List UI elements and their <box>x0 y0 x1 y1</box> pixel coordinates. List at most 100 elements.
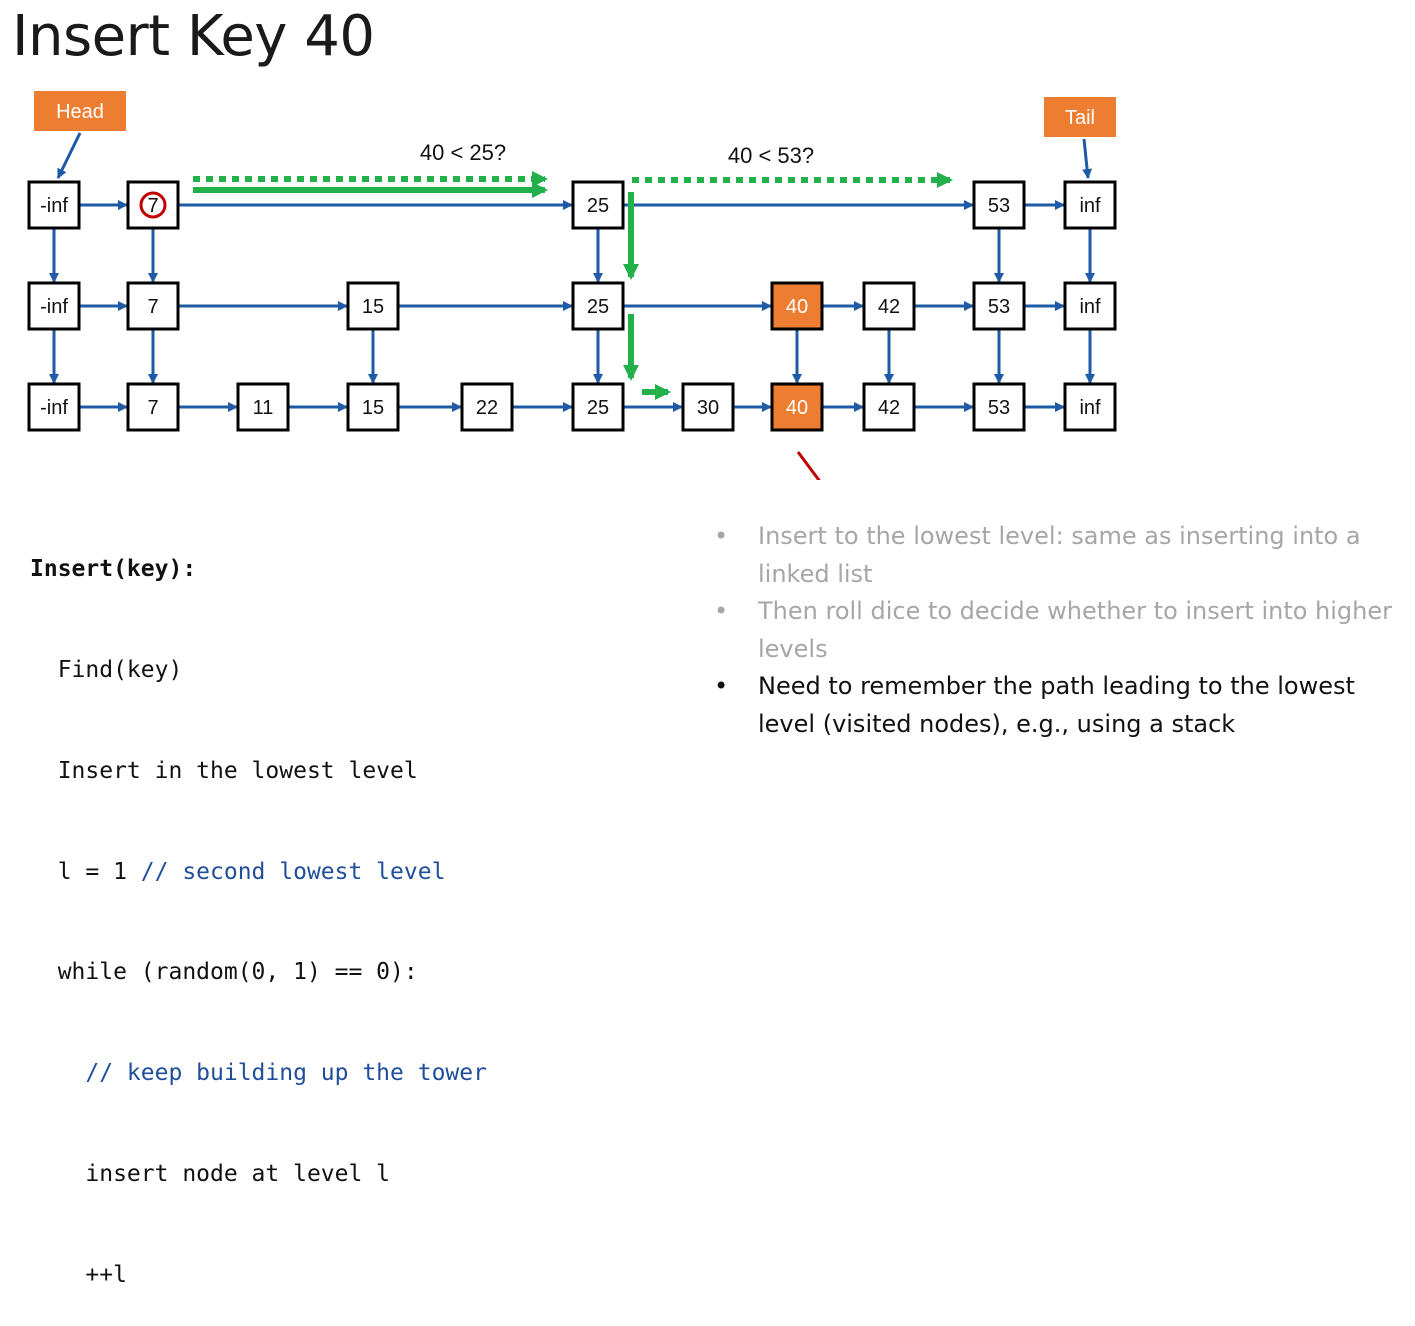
node-box <box>346 382 400 432</box>
skip-list-node: 42 <box>862 281 916 331</box>
node-key: 53 <box>988 296 1010 318</box>
node-box <box>862 281 916 331</box>
code-line: insert node at level l <box>30 1160 391 1187</box>
code-line: Insert in the lowest level <box>30 757 418 784</box>
node-key: 53 <box>988 195 1010 217</box>
head-label: Head <box>34 91 126 179</box>
node-box <box>571 281 625 331</box>
node-box <box>1063 180 1117 230</box>
node-box <box>972 281 1026 331</box>
code-line: // keep building up the tower <box>30 1060 487 1087</box>
node-key: inf <box>1079 397 1101 419</box>
node-key: 11 <box>253 397 274 419</box>
node-key: inf <box>1079 195 1101 217</box>
node-box <box>862 382 916 432</box>
skip-list-node: inf <box>1063 382 1117 432</box>
skip-list-node: 30 <box>681 382 735 432</box>
bullet-text: Need to remember the path leading to the… <box>758 672 1355 738</box>
node-key: 42 <box>878 397 900 419</box>
visited-marker <box>139 191 167 219</box>
node-box <box>126 180 180 230</box>
node-key: 15 <box>362 397 384 419</box>
skip-list-node: 22 <box>460 382 514 432</box>
node-box <box>972 382 1026 432</box>
node-key: 7 <box>147 195 158 217</box>
node-key: 22 <box>476 397 498 419</box>
skip-list-node: 7 <box>126 281 180 331</box>
bullet-text: Then roll dice to decide whether to inse… <box>758 597 1392 663</box>
node-key: 7 <box>147 296 158 318</box>
tail-label: Tail <box>1044 97 1116 179</box>
bullet-dot: • <box>714 672 729 700</box>
node-key: 42 <box>878 296 900 318</box>
skip-list-node: 53 <box>972 281 1026 331</box>
skip-list-node: 7 <box>126 180 180 230</box>
head-label-box <box>34 91 126 131</box>
node-box <box>460 382 514 432</box>
node-box <box>571 180 625 230</box>
code-text: l = 1 <box>30 858 141 885</box>
node-key: inf <box>1079 296 1101 318</box>
code-line: while (random(0, 1) == 0): <box>30 959 418 986</box>
node-key: 30 <box>697 397 719 419</box>
skip-list-node: -inf <box>27 281 81 331</box>
code-line: l = 1 // second lowest level <box>30 856 487 890</box>
node-box <box>770 281 824 331</box>
insert-pseudocode: Insert(key): Find(key) Insert in the low… <box>30 486 487 1326</box>
skip-list-node: 40 <box>770 281 824 331</box>
bullet-item: • Need to remember the path leading to th… <box>708 668 1398 743</box>
node-key: 25 <box>587 195 609 217</box>
node-key: 7 <box>147 397 158 419</box>
skip-list-node: 11 <box>236 382 290 432</box>
node-key: 15 <box>362 296 384 318</box>
skip-list-node: 15 <box>346 382 400 432</box>
bullet-list: • Insert to the lowest level: same as ins… <box>708 518 1398 743</box>
skip-list-node: 25 <box>571 281 625 331</box>
node-box <box>346 281 400 331</box>
bullet-item: • Then roll dice to decide whether to ins… <box>708 593 1398 668</box>
node-box <box>27 281 81 331</box>
skip-list-node: inf <box>1063 180 1117 230</box>
node-key: 25 <box>587 397 609 419</box>
skip-list-node: 15 <box>346 281 400 331</box>
comparison-label: 40 < 25? <box>420 140 506 165</box>
skip-list-node: 53 <box>972 382 1026 432</box>
head-label-text: Head <box>56 101 104 123</box>
skip-list-node: 25 <box>571 382 625 432</box>
head-label-pointer <box>56 132 82 179</box>
skip-list-node: 7 <box>126 382 180 432</box>
bullet-text: Insert to the lowest level: same as inse… <box>758 522 1361 588</box>
nodes-layer: -inf 7 25 53 inf -inf 7 15 25 40 42 53 inf -inf 7 11 15 2… <box>27 180 1117 432</box>
node-box <box>27 382 81 432</box>
node-box <box>1063 382 1117 432</box>
node-key: 25 <box>587 296 609 318</box>
node-key: 40 <box>786 397 808 419</box>
node-box <box>770 382 824 432</box>
bullet-dot: • <box>714 597 729 625</box>
comparison-label: 40 < 53? <box>728 143 814 168</box>
node-box <box>571 382 625 432</box>
slide-title: Insert Key 40 <box>12 4 375 69</box>
tail-label-pointer <box>1082 138 1093 179</box>
code-line: Find(key) <box>30 656 183 683</box>
skip-list-node: inf <box>1063 281 1117 331</box>
node-key: 53 <box>988 397 1010 419</box>
skip-list-node: -inf <box>27 180 81 230</box>
skip-list-node: 42 <box>862 382 916 432</box>
node-key: -inf <box>40 397 68 419</box>
code-comment: // second lowest level <box>140 858 446 885</box>
node-box <box>126 382 180 432</box>
node-box <box>126 281 180 331</box>
skip-list-node: -inf <box>27 382 81 432</box>
search-path-layer <box>193 171 953 400</box>
links-layer <box>49 200 1095 412</box>
tail-label-box <box>1044 97 1116 137</box>
skip-list-node: 40 <box>770 382 824 432</box>
callout-arrow <box>796 451 821 480</box>
node-key: 40 <box>786 296 808 318</box>
node-key: -inf <box>40 195 68 217</box>
node-box <box>27 180 81 230</box>
bullet-item: •Insert to the lowest level: same as ins… <box>708 518 1398 593</box>
skip-list-node: 25 <box>571 180 625 230</box>
code-line: Insert(key): <box>30 556 197 583</box>
